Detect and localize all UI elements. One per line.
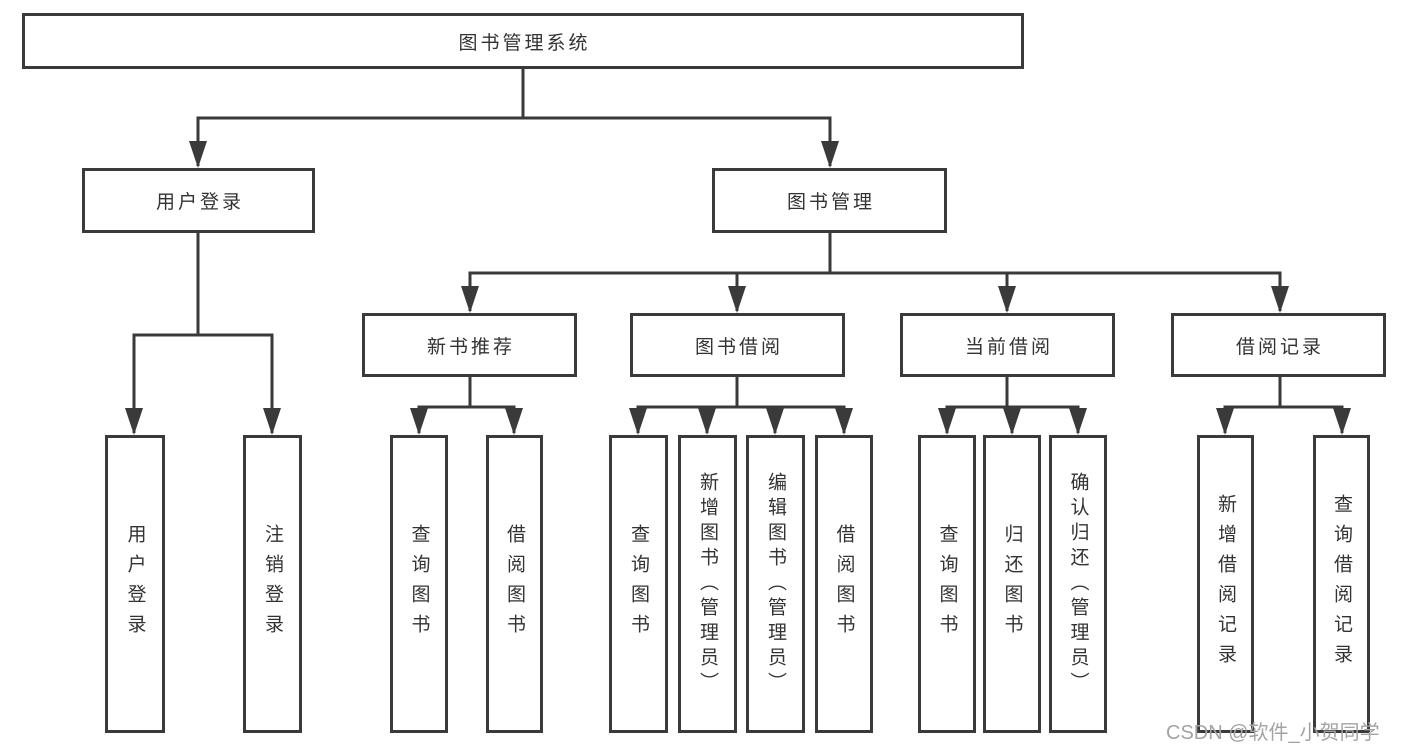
- leaf-logout: 注销登录: [243, 435, 302, 733]
- node-book-borrow: 图书借阅: [630, 313, 845, 377]
- node-book-borrow-label: 图书借阅: [694, 336, 783, 358]
- leaf-borrow-borrow-books-label: 借阅图书: [833, 524, 855, 644]
- leaf-user-login-label: 用户登录: [124, 524, 146, 644]
- leaf-records-query-record: 查询借阅记录: [1313, 435, 1370, 733]
- node-new-book-recommend: 新书推荐: [362, 313, 577, 377]
- leaf-current-return-books: 归还图书: [983, 435, 1041, 733]
- leaf-borrow-edit-books-admin: 编辑图书（管理员）: [746, 435, 805, 733]
- leaf-borrow-query-books-label: 查询图书: [628, 524, 649, 644]
- node-book-management-label: 图书管理: [786, 192, 875, 213]
- node-new-book-recommend-label: 新书推荐: [426, 336, 515, 358]
- leaf-user-login: 用户登录: [105, 435, 165, 733]
- leaf-logout-label: 注销登录: [262, 524, 283, 644]
- node-borrow-records-label: 借阅记录: [1235, 336, 1324, 358]
- arrowheads: [125, 141, 1351, 435]
- leaf-recommend-borrow-books-label: 借阅图书: [504, 524, 525, 644]
- leaf-current-query-books: 查询图书: [918, 435, 976, 733]
- leaf-records-query-record-label: 查询借阅记录: [1331, 494, 1352, 674]
- node-current-borrow: 当前借阅: [900, 313, 1115, 377]
- leaf-recommend-query-books: 查询图书: [390, 435, 448, 733]
- node-current-borrow-label: 当前借阅: [964, 336, 1053, 358]
- leaf-current-return-books-label: 归还图书: [1001, 524, 1023, 644]
- node-user-login-label: 用户登录: [155, 192, 244, 213]
- leaf-current-query-books-label: 查询图书: [936, 524, 958, 644]
- leaf-current-confirm-return-admin-label: 确认归还（管理员）: [1067, 471, 1089, 697]
- leaf-records-add-record-label: 新增借阅记录: [1215, 494, 1236, 674]
- leaf-borrow-borrow-books: 借阅图书: [815, 435, 873, 733]
- leaf-current-confirm-return-admin: 确认归还（管理员）: [1049, 435, 1107, 733]
- leaf-borrow-edit-books-admin-label: 编辑图书（管理员）: [765, 471, 786, 697]
- node-borrow-records: 借阅记录: [1171, 313, 1386, 377]
- leaf-borrow-add-books-admin: 新增图书（管理员）: [678, 435, 737, 733]
- leaf-recommend-borrow-books: 借阅图书: [486, 435, 543, 733]
- leaf-borrow-query-books: 查询图书: [609, 435, 668, 733]
- leaf-borrow-add-books-admin-label: 新增图书（管理员）: [697, 471, 718, 697]
- leaf-records-add-record: 新增借阅记录: [1197, 435, 1254, 733]
- watermark: CSDN @软件_小贺同学: [1166, 722, 1380, 744]
- node-book-management: 图书管理: [712, 168, 947, 233]
- node-user-login: 用户登录: [82, 168, 315, 233]
- leaf-recommend-query-books-label: 查询图书: [408, 524, 430, 644]
- node-library-system-label: 图书管理系统: [458, 32, 591, 54]
- node-library-system: 图书管理系统: [22, 13, 1024, 69]
